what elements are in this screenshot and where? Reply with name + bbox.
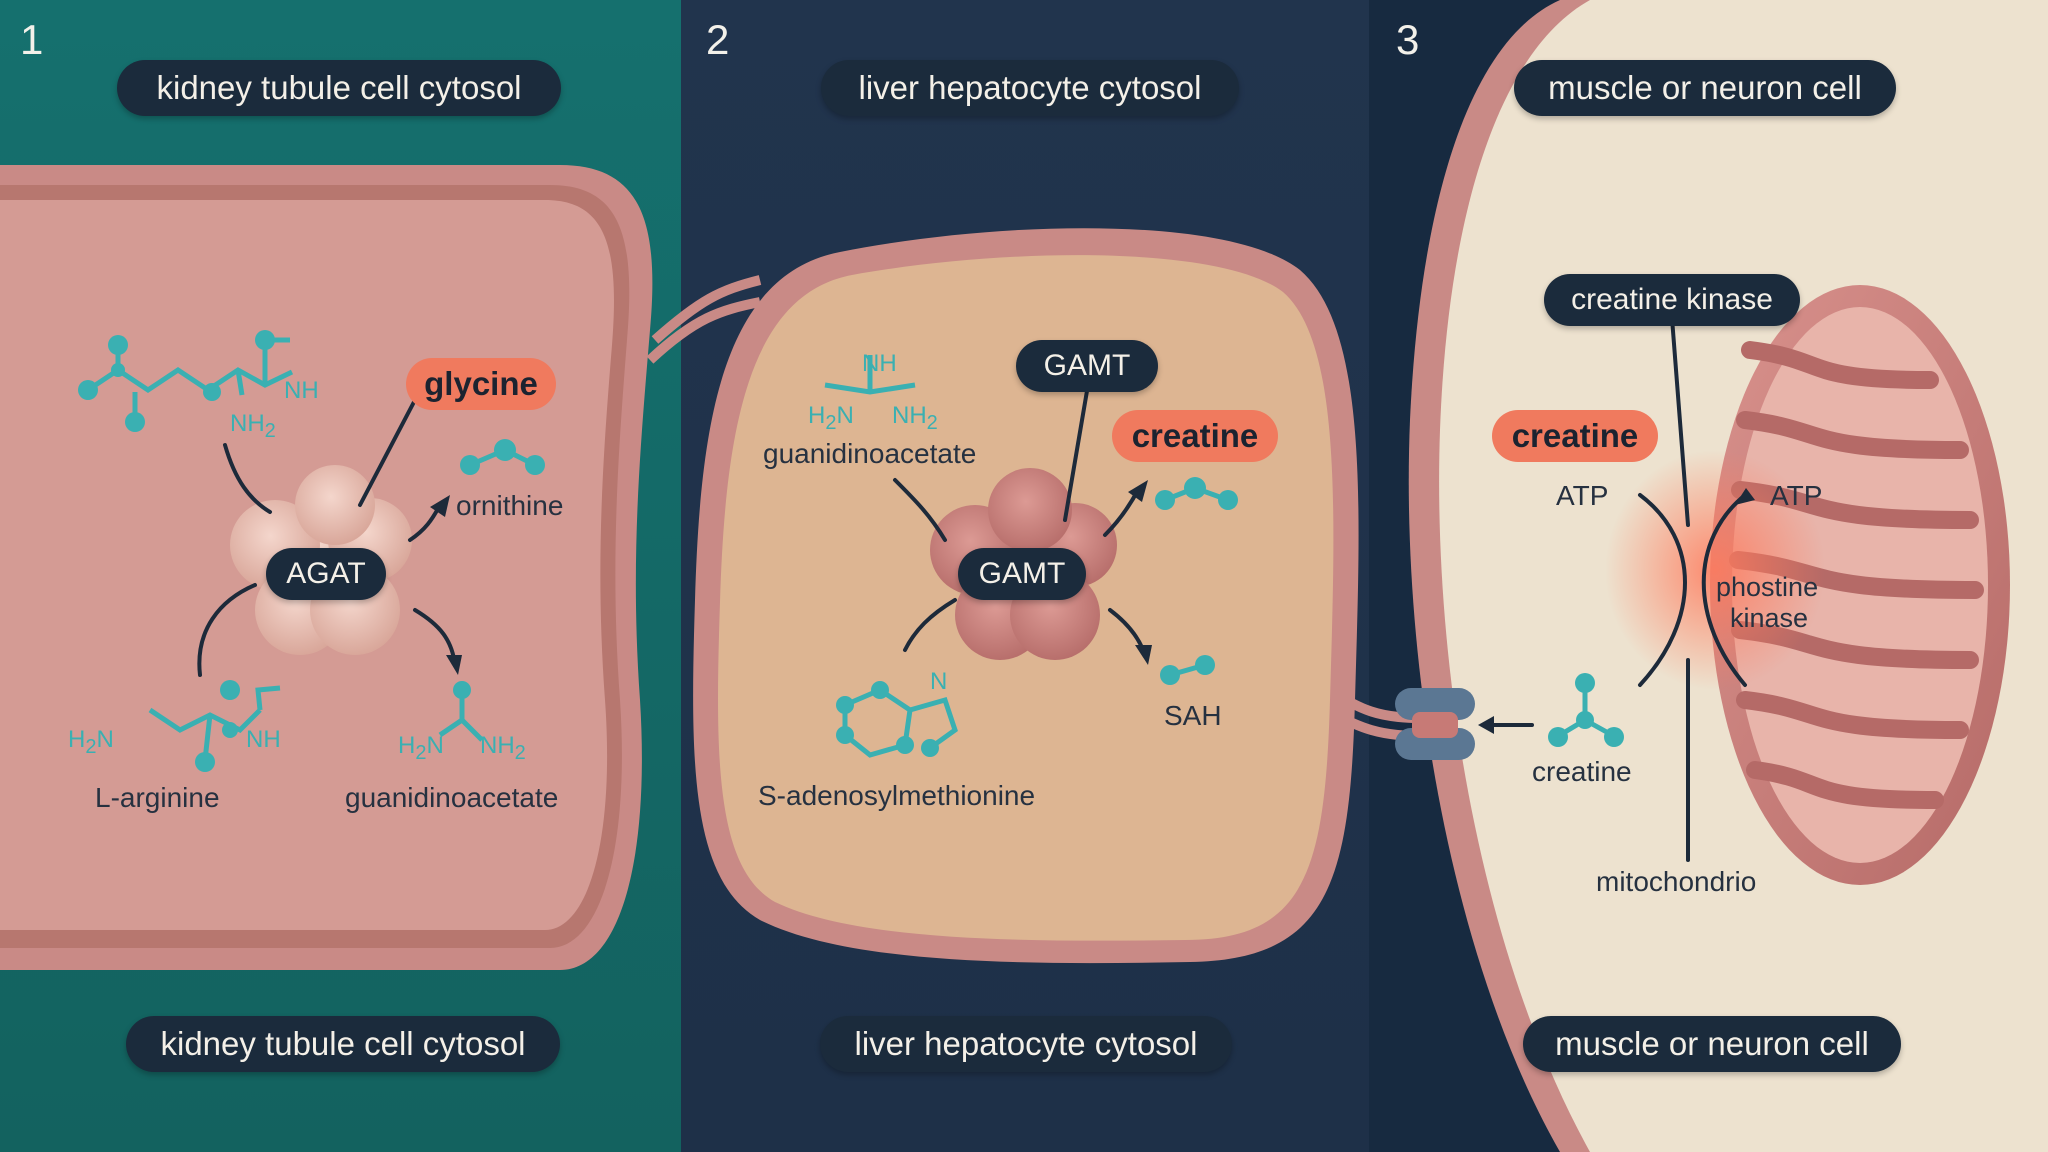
gamt-callout-label: GAMT bbox=[1016, 340, 1158, 392]
arginine-nh-bottom-label: NH bbox=[246, 726, 281, 753]
s-adenosylmethionine-label: S-adenosylmethionine bbox=[758, 780, 1036, 811]
arrowheads bbox=[430, 480, 1755, 734]
guanidinoacetate-nh2-label: NH2 bbox=[480, 732, 526, 764]
reaction-glow bbox=[1605, 450, 1825, 690]
panel-3-title-bottom: muscle or neuron cell bbox=[1523, 1016, 1901, 1072]
sah-label: SAH bbox=[1164, 700, 1222, 731]
arginine-nh-label: NH bbox=[284, 377, 319, 404]
ornithine-label: ornithine bbox=[456, 490, 564, 521]
panel-1-number: 1 bbox=[20, 16, 44, 63]
creatine-cytosol-label: creatine bbox=[1532, 756, 1632, 787]
glycine-highlight: glycine bbox=[406, 358, 556, 410]
guanidinoacetate-product-label: guanidinoacetate bbox=[345, 782, 559, 813]
panel-2-title-top: liver hepatocyte cytosol bbox=[821, 60, 1239, 116]
molecule-atoms bbox=[78, 330, 1624, 772]
membrane-transporter bbox=[1395, 688, 1475, 760]
panel-2-number: 2 bbox=[706, 16, 730, 63]
atp-left-label: ATP bbox=[1556, 480, 1609, 511]
sam-ring-n-label: N bbox=[930, 668, 948, 695]
creatine-kinase-callout: creatine kinase bbox=[1544, 274, 1800, 326]
guanidino-nh2-label: NH2 bbox=[892, 402, 938, 434]
guanidinoacetate-h2n-label: H2N bbox=[398, 732, 444, 764]
l-arginine-label: L-arginine bbox=[95, 782, 220, 813]
gamt-enzyme-label: GAMT bbox=[958, 548, 1086, 600]
creatine-highlight-panel-3: creatine bbox=[1492, 410, 1658, 462]
phostine-kinase-label-line-2: kinase bbox=[1730, 603, 1809, 633]
creatine-product-highlight: creatine bbox=[1112, 410, 1278, 462]
panel-2-title-bottom: liver hepatocyte cytosol bbox=[820, 1016, 1232, 1072]
panel-1-title-top: kidney tubule cell cytosol bbox=[117, 60, 561, 116]
guanidino-nh-label: NH bbox=[862, 350, 897, 377]
guanidino-h2n-label: H2N bbox=[808, 402, 854, 434]
mitochondrion bbox=[1710, 285, 2010, 885]
mitochondrio-label: mitochondrio bbox=[1596, 866, 1757, 897]
atp-right-label: ATP bbox=[1770, 480, 1823, 511]
panel-1-title-bottom: kidney tubule cell cytosol bbox=[126, 1016, 560, 1072]
phostine-kinase-label-line-1: phostine bbox=[1716, 572, 1819, 602]
panel-3-title-top: muscle or neuron cell bbox=[1514, 60, 1896, 116]
guanidinoacetate-substrate-label: guanidinoacetate bbox=[763, 438, 977, 469]
arginine-nh2-label: NH2 bbox=[230, 410, 276, 442]
panel-3-number: 3 bbox=[1396, 16, 1420, 63]
arginine-h2n-label: H2N bbox=[68, 726, 114, 758]
agat-enzyme-label: AGAT bbox=[266, 548, 386, 600]
